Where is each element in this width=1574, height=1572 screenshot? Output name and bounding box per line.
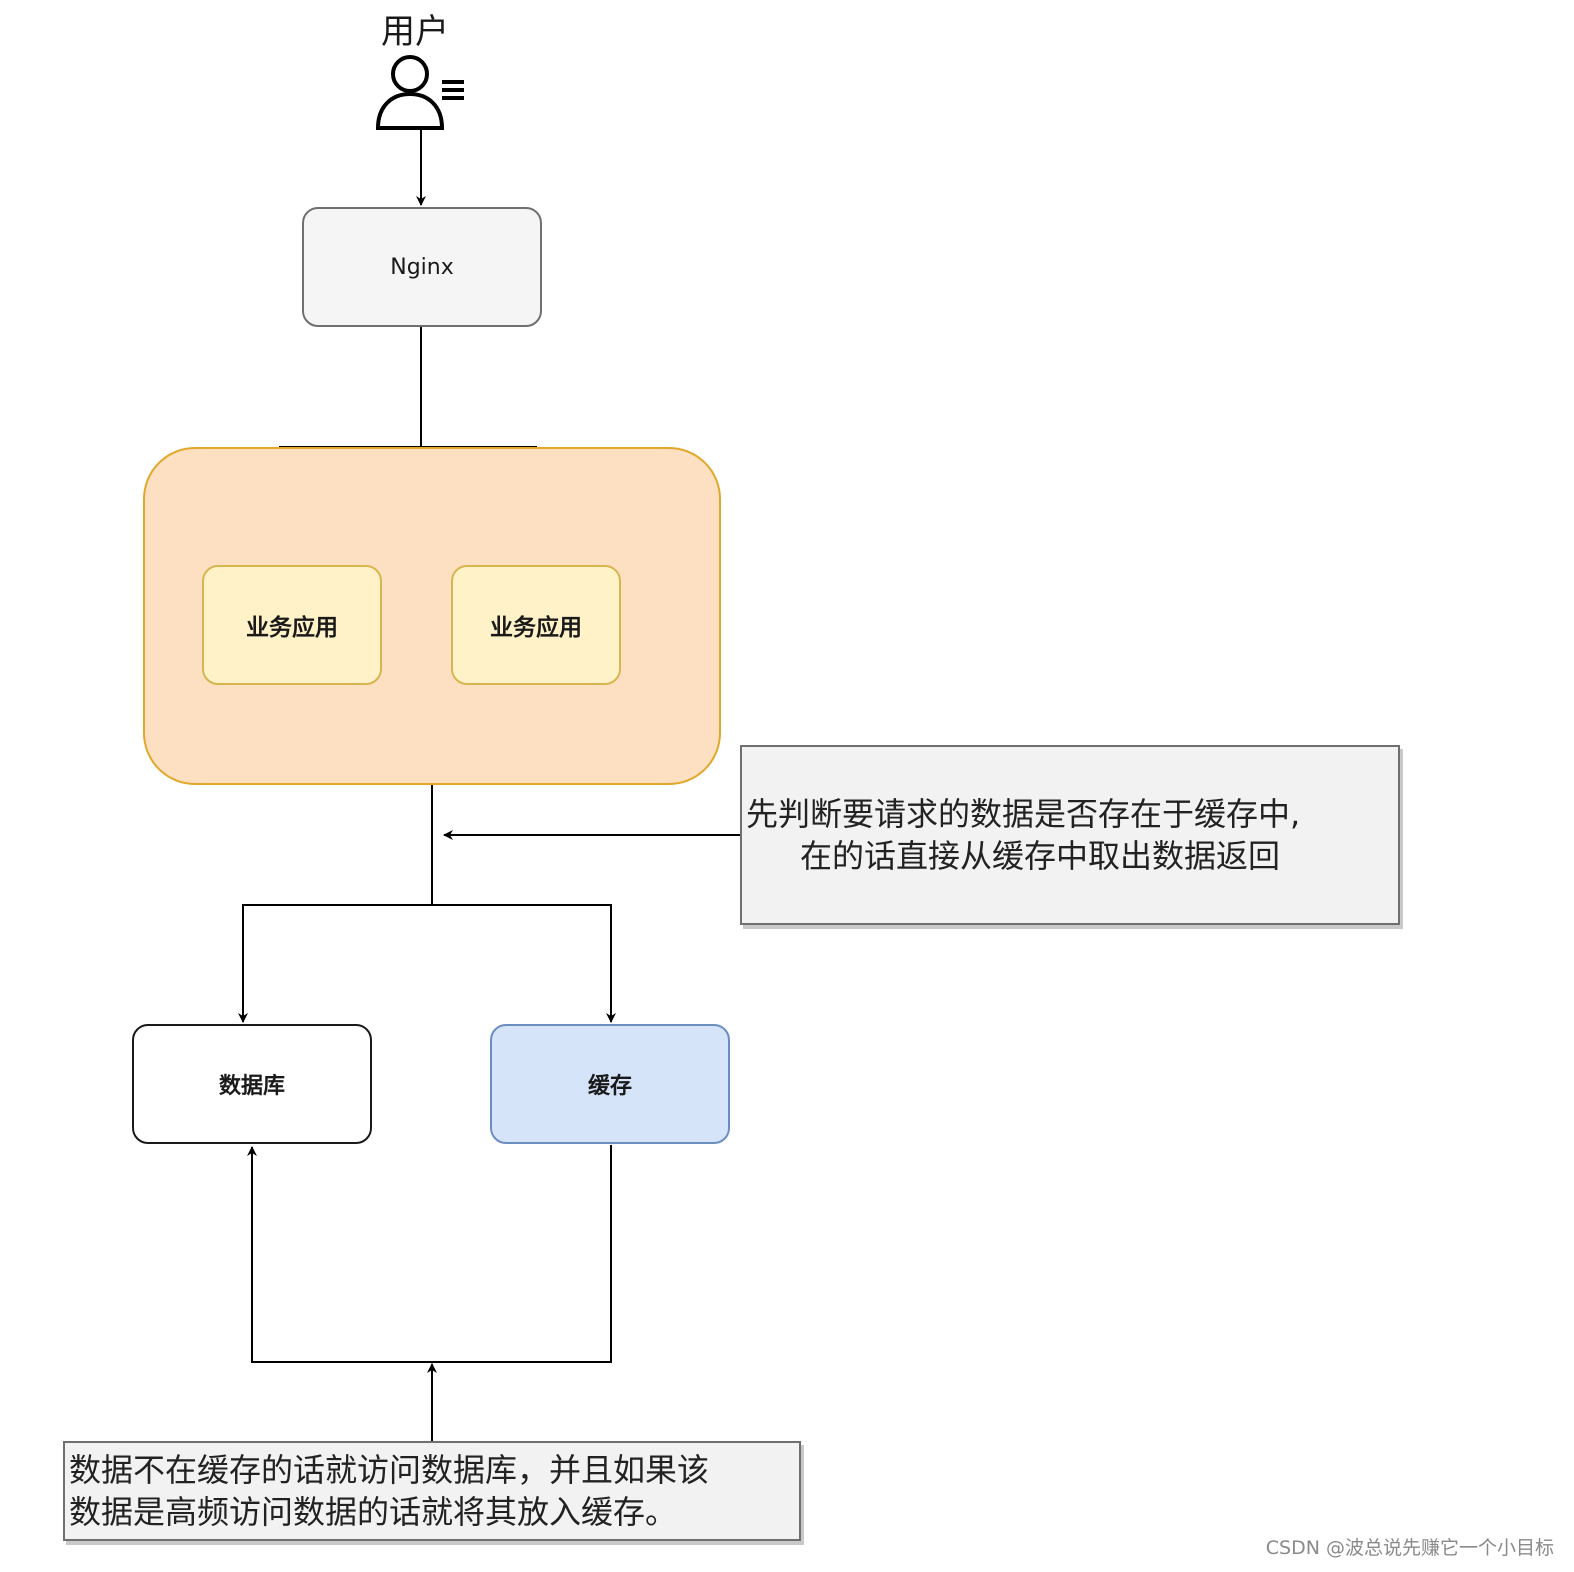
watermark: CSDN @波总说先赚它一个小目标 xyxy=(1265,1537,1554,1559)
business-app-node-1[interactable]: 业务应用 xyxy=(202,565,382,685)
arrow-to-database xyxy=(238,904,432,1023)
nginx-node[interactable]: Nginx xyxy=(302,207,542,327)
cache-node[interactable]: 缓存 xyxy=(490,1024,730,1144)
database-label: 数据库 xyxy=(218,1074,285,1099)
user-label: 用户 xyxy=(381,12,449,52)
business-app-label-2: 业务应用 xyxy=(490,615,582,641)
arrow-to-cache xyxy=(432,904,616,1023)
business-app-label-1: 业务应用 xyxy=(246,615,338,641)
nginx-label: Nginx xyxy=(390,254,454,280)
cache-label: 缓存 xyxy=(587,1074,632,1099)
cache-check-note-line-1: 先判断要请求的数据是否存在于缓存中, xyxy=(746,795,1301,833)
database-node[interactable]: 数据库 xyxy=(132,1024,372,1144)
db-fallback-note-line-2: 数据是高频访问数据的话就将其放入缓存。 xyxy=(69,1493,678,1531)
arrow-cache-to-database xyxy=(247,1145,612,1363)
user-icon xyxy=(375,55,464,130)
db-fallback-note: 数据不在缓存的话就访问数据库，并且如果该 数据是高频访问数据的话就将其放入缓存。 xyxy=(63,1441,801,1541)
db-fallback-note-line-1: 数据不在缓存的话就访问数据库，并且如果该 xyxy=(69,1451,710,1489)
cache-check-note: 先判断要请求的数据是否存在于缓存中, 在的话直接从缓存中取出数据返回 xyxy=(740,745,1400,925)
business-app-node-2[interactable]: 业务应用 xyxy=(451,565,621,685)
cache-check-note-line-2: 在的话直接从缓存中取出数据返回 xyxy=(800,837,1281,875)
